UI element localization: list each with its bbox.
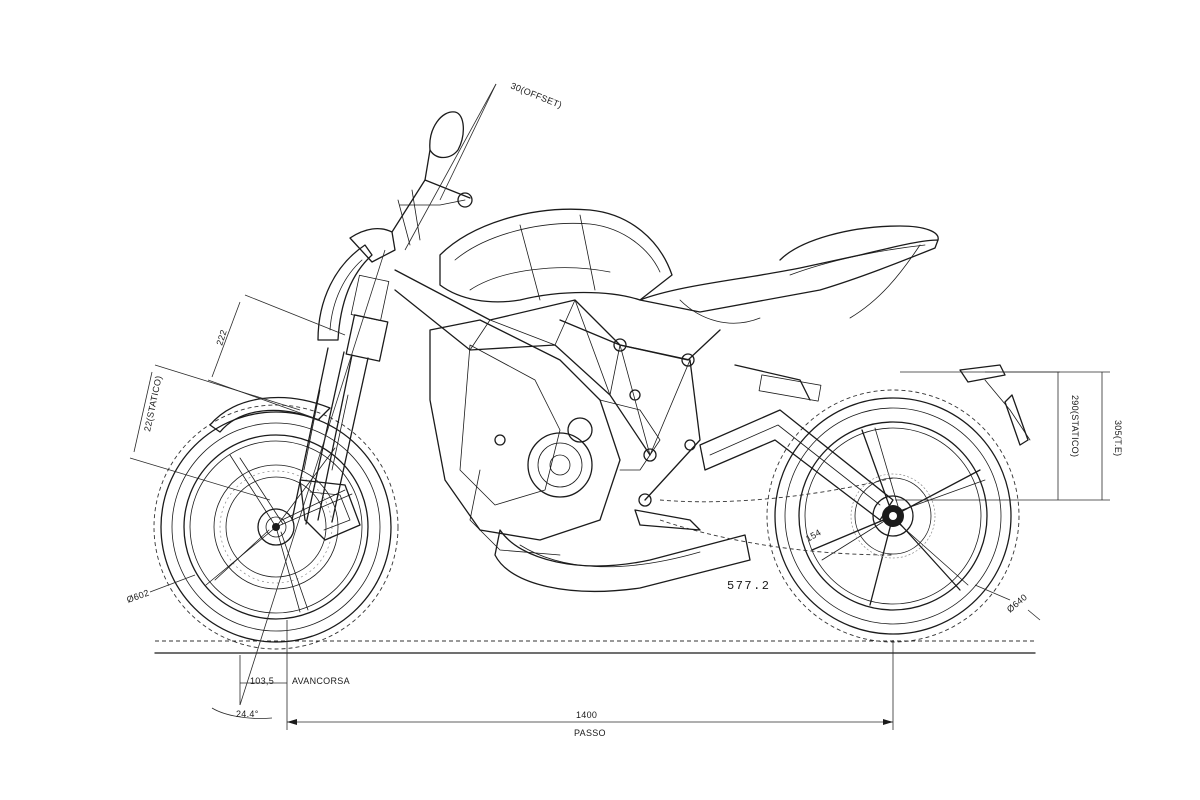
swingarm xyxy=(634,364,894,556)
wheelbase-value-label: 1400 xyxy=(576,710,597,720)
front-static-label: 22(STATICO) xyxy=(142,375,164,433)
rear-wheel xyxy=(766,389,1020,643)
trail-value-label: 103,5 xyxy=(250,676,274,686)
engine xyxy=(429,319,751,592)
ground-lines xyxy=(154,640,1036,654)
rake-angle-label: 24.4° xyxy=(236,709,259,719)
wheelbase-label: PASSO xyxy=(574,728,606,738)
rear-static-label: 290(STATICO) xyxy=(1070,395,1080,457)
rear-travel-label: 305(T.E) xyxy=(1113,420,1123,456)
trail-label: AVANCORSA xyxy=(292,676,350,686)
dimension-lines xyxy=(129,83,1110,730)
head-height-label: 222 xyxy=(214,328,228,346)
headlight-nose xyxy=(317,227,396,341)
offset-label: 30(OFFSET) xyxy=(509,81,563,111)
trellis-frame xyxy=(394,269,721,507)
front-wheel-diameter-label: Ø602 xyxy=(125,588,150,605)
frame-pivot-points xyxy=(494,338,696,507)
front-wheel xyxy=(153,404,399,650)
rear-hugger xyxy=(959,364,1031,446)
handlebar-mirror xyxy=(391,111,473,246)
swingarm-length-label: 577.2 xyxy=(727,579,771,593)
dimension-labels: 30(OFFSET) 222 22(STATICO) Ø602 Ø640 290… xyxy=(125,81,1123,738)
fuel-tank xyxy=(439,208,673,303)
rear-wheel-diameter-label: Ø640 xyxy=(1005,592,1029,615)
seat-tail xyxy=(639,225,939,324)
chain-small-label: 154 xyxy=(804,527,823,544)
